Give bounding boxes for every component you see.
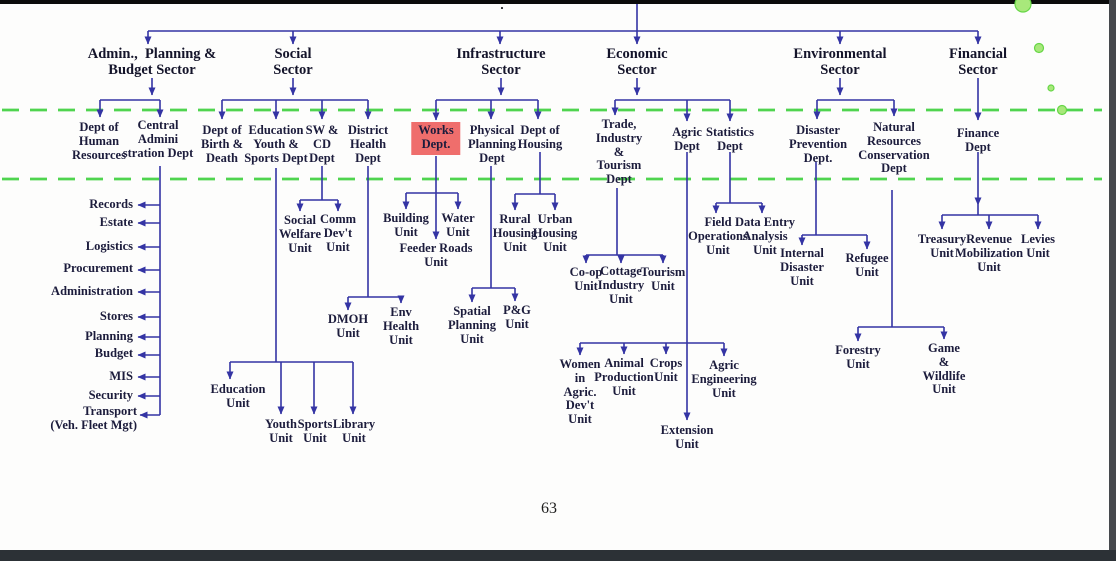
- node-social-sector: Social Sector: [273, 46, 313, 78]
- node-administration: Administration: [51, 284, 133, 298]
- node-social-welfare-unit: Social Welfare Unit: [278, 213, 322, 255]
- node-dept-birth-death: Dept of Birth & Death: [200, 123, 244, 165]
- node-forestry-unit: Forestry Unit: [835, 343, 881, 371]
- node-trade-industry-tourism-dept: Trade, Industry & Tourism Dept: [595, 117, 643, 186]
- node-infrastructure-sector: Infrastructure Sector: [456, 46, 546, 78]
- node-stores: Stores: [99, 309, 133, 323]
- node-education-youth-sports-dept: Education Youth & Sports Dept: [244, 123, 308, 165]
- bottom-border: [0, 550, 1116, 561]
- node-dept-human-resources: Dept of Human Resources: [72, 120, 126, 162]
- node-disaster-prevention-dept: Disaster Prevention Dept.: [788, 123, 848, 165]
- node-district-health-dept: District Health Dept: [347, 123, 389, 165]
- node-central-administration-dept: Central Admini stration Dept: [122, 118, 194, 160]
- node-tourism-unit: Tourism Unit: [640, 265, 686, 293]
- node-water-unit: Water Unit: [441, 211, 475, 239]
- node-budget: Budget: [94, 346, 133, 360]
- node-admin-sector: Admin., Planning & Budget Sector: [87, 46, 217, 78]
- node-treasury-unit: Treasury Unit: [917, 232, 967, 260]
- node-refugee-unit: Refugee Unit: [845, 251, 889, 279]
- node-revenue-mobilization-unit: Revenue Mobilization Unit: [954, 232, 1024, 274]
- node-internal-disaster-unit: Internal Disaster Unit: [780, 246, 824, 288]
- node-estate: Estate: [99, 215, 133, 229]
- node-field-operations-unit: Field Operations Unit: [688, 215, 748, 257]
- node-game-wildlife-unit: Game & Wildlife Unit: [922, 341, 966, 397]
- node-library-unit: Library Unit: [332, 417, 376, 445]
- right-border: [1109, 0, 1116, 561]
- node-dmoh-unit: DMOH Unit: [327, 312, 369, 340]
- node-finance-dept: Finance Dept: [956, 126, 1000, 154]
- node-financial-sector: Financial Sector: [948, 46, 1008, 78]
- page-number: 63: [541, 500, 557, 517]
- node-pg-unit: P&G Unit: [503, 303, 531, 331]
- top-border: [0, 0, 1116, 4]
- node-transport: Transport (Veh. Fleet Mgt): [50, 404, 137, 432]
- node-levies-unit: Levies Unit: [1020, 232, 1056, 260]
- node-economic-sector: Economic Sector: [606, 46, 668, 78]
- node-procurement: Procurement: [63, 261, 133, 275]
- node-stray-mark: .: [500, 0, 504, 12]
- node-coop-unit: Co-op Unit: [569, 265, 603, 293]
- node-statistics-dept: Statistics Dept: [706, 125, 754, 153]
- node-cottage-industry-unit: Cottage Industry Unit: [597, 264, 645, 306]
- node-building-unit: Building Unit: [383, 211, 429, 239]
- node-logistics: Logistics: [85, 239, 133, 253]
- node-sports-unit: Sports Unit: [297, 417, 333, 445]
- node-rural-housing-unit: Rural Housing Unit: [492, 212, 538, 254]
- node-sw-cd-dept: SW & CD Dept: [305, 123, 339, 165]
- node-natural-resources-conservation-dept: Natural Resources Conservation Dept: [858, 120, 930, 176]
- node-data-entry-analysis-unit: Data Entry Analysis Unit: [734, 215, 796, 257]
- node-environmental-sector: Environmental Sector: [793, 46, 887, 78]
- node-animal-production-unit: Animal Production Unit: [594, 356, 654, 398]
- node-comm-devt-unit: Comm Dev't Unit: [319, 212, 357, 254]
- node-env-health-unit: Env Health Unit: [382, 305, 420, 347]
- node-dept-of-housing: Dept of Housing: [517, 123, 563, 151]
- node-works-dept: Works Dept.: [411, 122, 461, 155]
- node-planning: Planning: [85, 329, 133, 343]
- node-youth-unit: Youth Unit: [265, 417, 297, 445]
- node-women-in-agric-devt-unit: Women in Agric. Dev't Unit: [559, 357, 601, 426]
- node-physical-planning-dept: Physical Planning Dept: [468, 123, 516, 165]
- node-security: Security: [88, 388, 133, 402]
- node-crops-unit: Crops Unit: [649, 356, 683, 384]
- node-mis: MIS: [109, 369, 133, 383]
- node-agric-engineering-unit: Agric Engineering Unit: [691, 358, 757, 400]
- node-spatial-planning-unit: Spatial Planning Unit: [448, 304, 496, 346]
- node-records: Records: [89, 197, 133, 211]
- node-agric-dept: Agric Dept: [672, 125, 702, 153]
- node-education-unit: Education Unit: [210, 382, 266, 410]
- node-extension-unit: Extension Unit: [660, 423, 714, 451]
- node-urban-housing-unit: Urban Housing Unit: [532, 212, 578, 254]
- node-feeder-roads-unit: Feeder Roads Unit: [399, 241, 473, 269]
